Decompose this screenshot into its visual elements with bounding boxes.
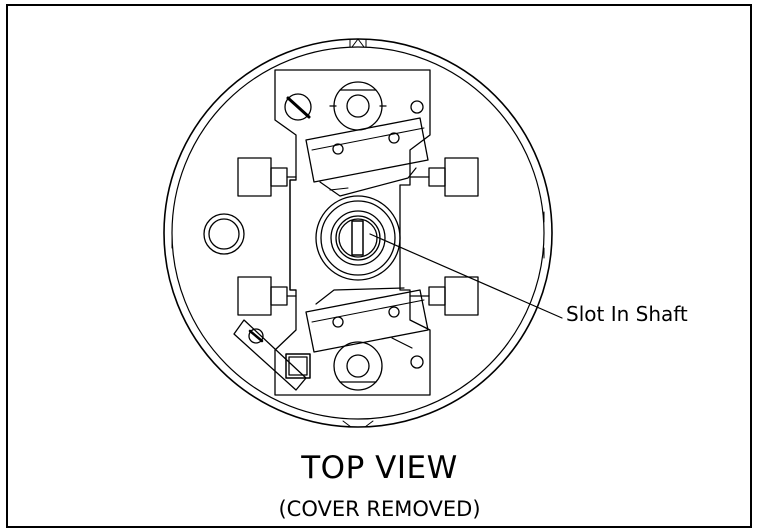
- drawing-frame: [6, 4, 752, 528]
- bottom-microswitch: [305, 287, 429, 353]
- terminal-blocks: [237, 157, 479, 316]
- slot-in-shaft-label: Slot In Shaft: [566, 302, 688, 326]
- housing: [163, 38, 553, 428]
- central-shaft: [315, 195, 401, 281]
- view-subtitle: (COVER REMOVED): [278, 497, 481, 521]
- top-microswitch: [305, 117, 429, 197]
- view-title: TOP VIEW: [301, 450, 458, 486]
- top-screw: [284, 93, 312, 121]
- callout-leader: [369, 233, 563, 319]
- bottom-roller: [333, 341, 383, 391]
- mounting-boss: [203, 213, 245, 255]
- clamp-bracket: [233, 319, 311, 391]
- top-roller: [329, 81, 387, 131]
- base-plate: [274, 69, 431, 396]
- top-pin: [410, 100, 424, 114]
- bottom-pin: [410, 355, 424, 369]
